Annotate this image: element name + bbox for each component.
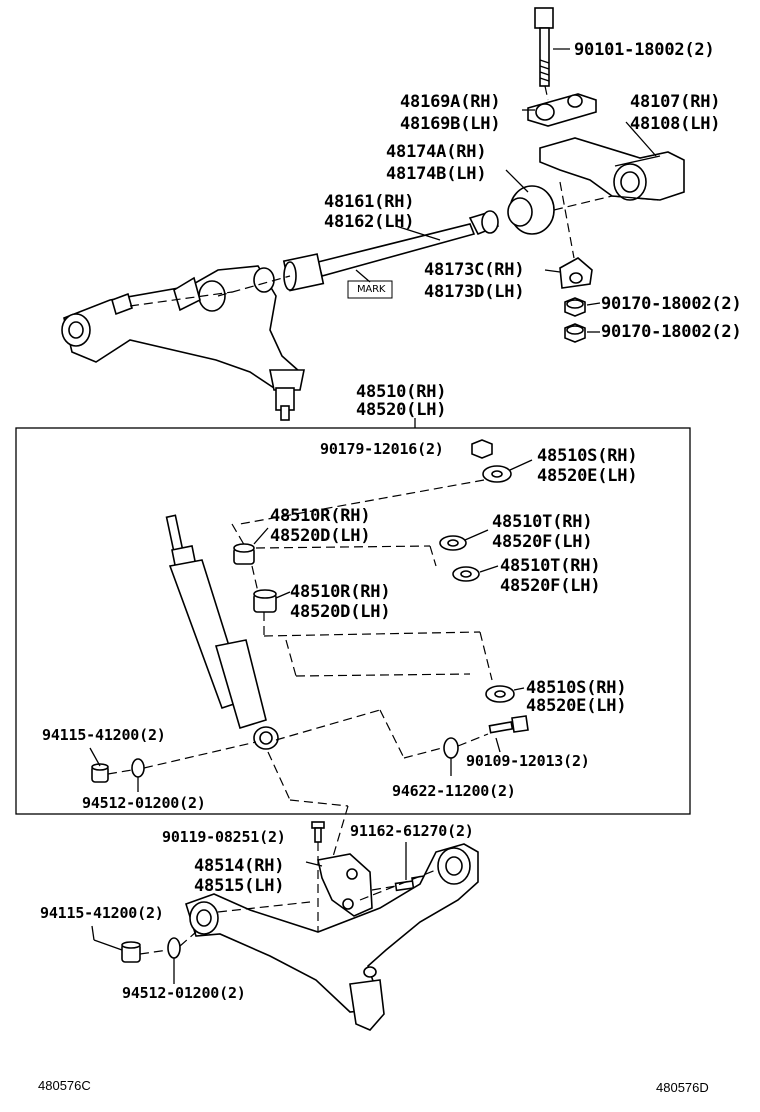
cushion-icon [253,589,277,613]
torsion-bar-icon [282,210,500,292]
part-number-retainer-f-lh-1: 48520F(LH) [492,532,593,552]
part-number-seat-c: 48173C(RH) [424,260,525,280]
kit-box [15,427,691,815]
part-number-bolt-bracket: 91162-61270(2) [350,822,474,840]
nut-icon [564,297,586,317]
screw-icon [311,821,325,843]
part-number-bushing-lower-1: 94115-41200(2) [42,726,166,744]
part-number-bushing-lower-2: 94115-41200(2) [40,904,164,922]
part-number-washer-3: 94512-01200(2) [122,984,246,1002]
retainer-icon [482,465,512,483]
washer-icon [443,737,459,759]
part-number-torsion-lh: 48162(LH) [324,212,415,232]
lower-arm-icon [185,843,479,1031]
part-number-nut-2: 90170-18002(2) [601,322,742,342]
part-number-bracket-rh: 48514(RH) [194,856,285,876]
part-number-bolt-top: 90101-18002(2) [574,40,715,60]
part-number-retainer-f-lh-2: 48520F(LH) [500,576,601,596]
part-number-shock-lh: 48520(LH) [356,400,447,420]
part-number-retainer-e-lh-1: 48520E(LH) [537,466,638,486]
bushing-48174-icon [507,185,555,235]
bracket-48514-icon [317,853,373,917]
part-number-cushion-r-rh-2: 48510R(RH) [290,582,391,602]
part-number-bracket-lh: 48515(LH) [194,876,285,896]
part-number-cushion-d-lh-2: 48520D(LH) [290,602,391,622]
part-number-nut-1: 90170-18002(2) [601,294,742,314]
bolt-top-icon [534,7,554,87]
retainer-icon [439,535,467,551]
cushion-icon [233,543,255,565]
part-number-shock-rh: 48510(RH) [356,382,447,402]
nut-top-icon [471,439,493,459]
lower-arm-top-icon [61,265,305,421]
part-number-bolt-lower: 90109-12013(2) [466,752,590,770]
part-number-retainer-t-rh-2: 48510T(RH) [500,556,601,576]
part-number-bush-b: 48174B(LH) [386,164,487,184]
bracket-48169-icon [527,93,597,127]
washer-icon [167,937,181,959]
upper-arm-icon [539,137,685,201]
part-number-cushion-r-rh-1: 48510R(RH) [270,506,371,526]
washer-icon [131,758,145,778]
part-number-arm-lh: 48108(LH) [630,114,721,134]
figure-code-left: 480576C [38,1078,91,1093]
figure-code-right: 480576D [656,1080,709,1095]
nut-icon [564,323,586,343]
part-number-screw: 90119-08251(2) [162,828,286,846]
retainer-icon [452,566,480,582]
part-number-bracket-b: 48169B(LH) [400,114,501,134]
part-number-cushion-d-lh-1: 48520D(LH) [270,526,371,546]
mark-label: MARK [357,284,386,295]
part-number-bush-a: 48174A(RH) [386,142,487,162]
shock-absorber-icon [165,514,279,750]
seat-48173-icon [559,257,593,289]
bushing-icon [91,763,109,783]
part-number-washer-1: 94512-01200(2) [82,794,206,812]
part-number-retainer-t-rh-1: 48510T(RH) [492,512,593,532]
part-number-retainer-s-rh-2: 48510S(RH) [526,678,627,698]
part-number-torsion-rh: 48161(RH) [324,192,415,212]
part-number-seat-d: 48173D(LH) [424,282,525,302]
part-number-washer-2: 94622-11200(2) [392,782,516,800]
part-number-arm-rh: 48107(RH) [630,92,721,112]
part-number-nut-top: 90179-12016(2) [320,440,444,458]
bolt-lower-icon [488,715,529,734]
part-number-retainer-e-lh-2: 48520E(LH) [526,696,627,716]
part-number-retainer-s-rh-1: 48510S(RH) [537,446,638,466]
retainer-icon [485,685,515,703]
bushing-icon [121,941,141,963]
part-number-bracket-a: 48169A(RH) [400,92,501,112]
